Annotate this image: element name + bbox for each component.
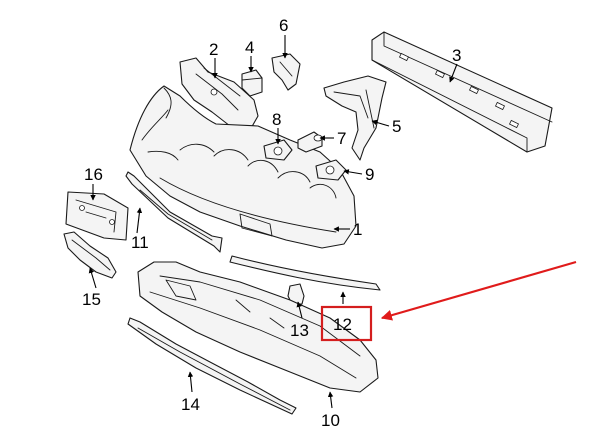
label-part-15: 15 [82,290,101,309]
side-bracket-part-6 [271,53,301,91]
moulding-strip-part-12 [229,255,381,291]
label-part-10: 10 [321,411,340,430]
label-part-14: 14 [181,395,200,414]
part-labels: 1 2 3 4 5 6 7 8 9 10 11 12 13 14 15 16 [82,16,461,430]
side-support-part-5 [323,75,387,161]
bracket-part-2 [179,57,259,131]
label-part-4: 4 [245,38,254,57]
lower-strip-part-11 [125,171,223,253]
label-part-11: 11 [131,233,149,252]
highlight-box [320,305,373,342]
side-deflector-part-15 [63,231,117,279]
label-part-12: 12 [333,315,352,334]
bumper-cover-part-1 [129,85,357,249]
lower-strip-part-14 [127,317,297,415]
label-part-3: 3 [452,46,461,65]
clip-part-4 [241,69,263,97]
label-part-16: 16 [84,165,103,184]
label-part-13: 13 [290,321,309,340]
leader-lines [88,35,458,409]
clip-part-13 [287,283,305,305]
license-bracket-part-16 [65,191,129,241]
sensor-holder-part-9 [315,159,347,181]
label-part-6: 6 [279,16,288,35]
label-part-2: 2 [209,40,218,59]
reinforcement-bar-part-3 [371,31,553,153]
sensor-holder-part-8 [263,139,293,161]
label-part-5: 5 [392,117,401,136]
label-part-1: 1 [353,220,362,239]
sensor-part-7 [297,131,323,153]
under-shield-part-10 [137,261,379,393]
red-pointer-arrow [380,260,577,321]
label-part-7: 7 [337,129,346,148]
label-part-9: 9 [365,165,374,184]
label-part-8: 8 [272,110,281,129]
